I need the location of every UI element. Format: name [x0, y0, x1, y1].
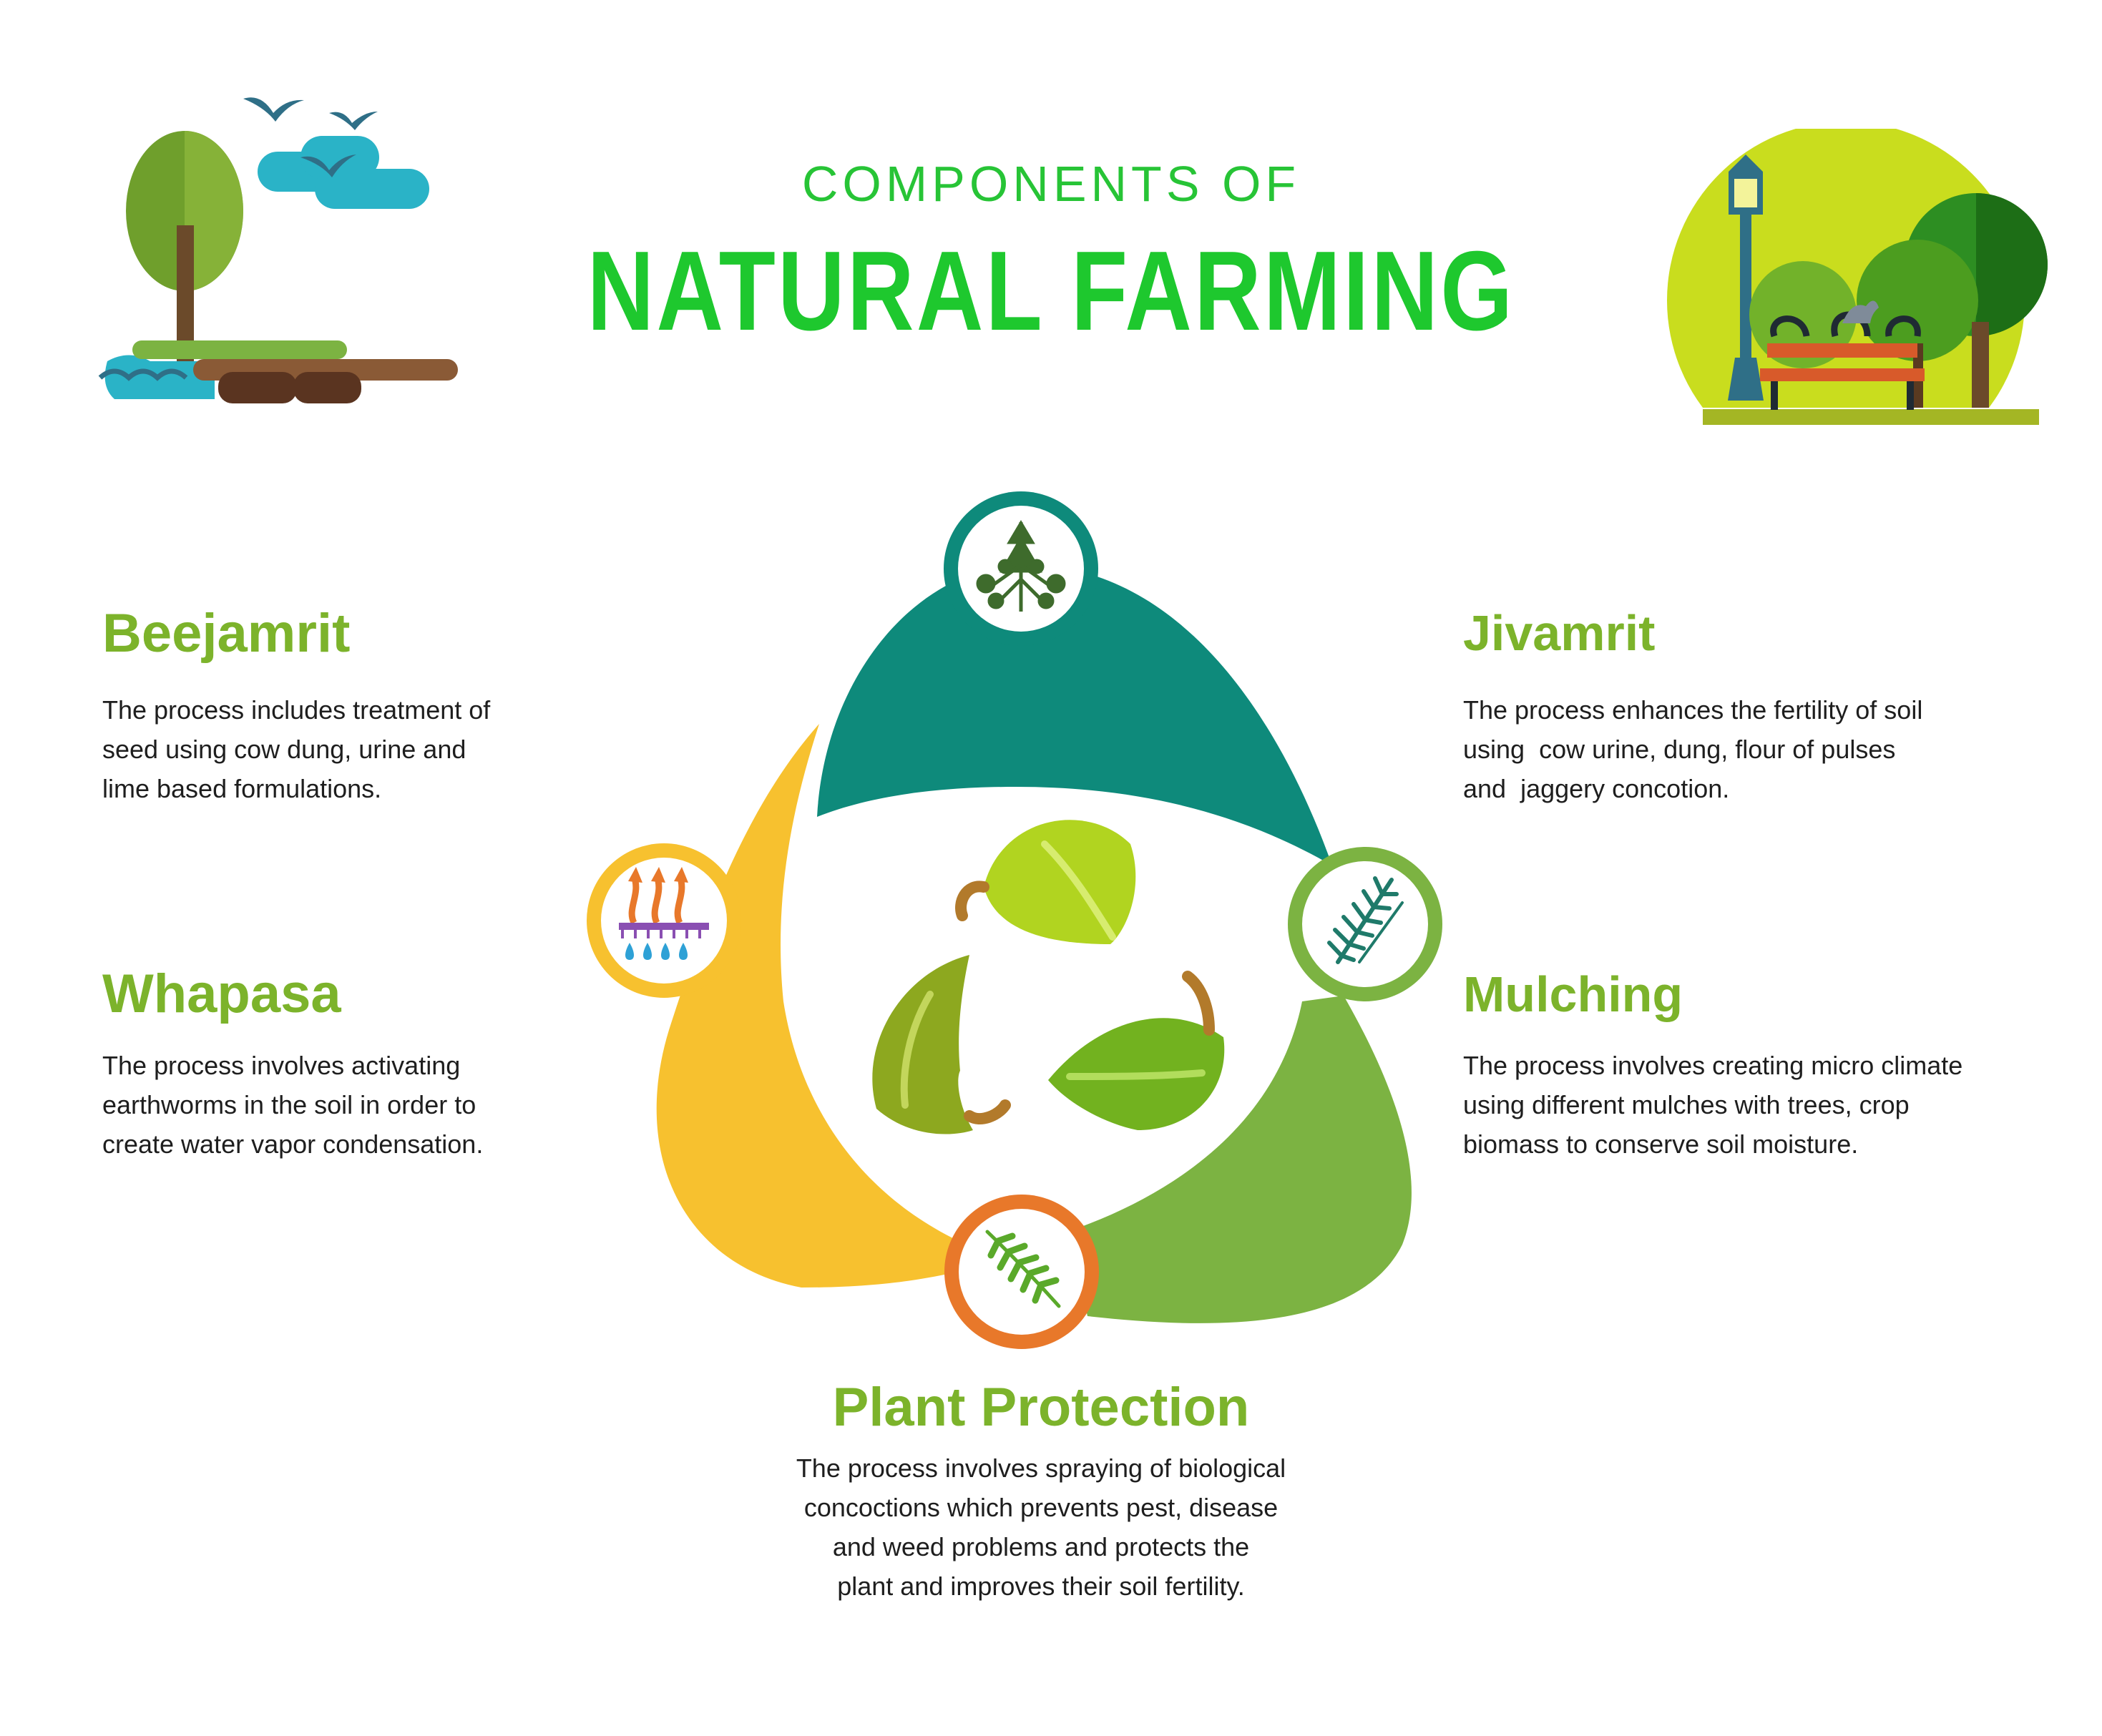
- whapasa-description: The process involves activating earthwor…: [102, 1046, 567, 1164]
- whapasa-heading: Whapasa: [102, 963, 341, 1024]
- beejamrit-description: The process includes treatment of seed u…: [102, 690, 567, 808]
- mulching-description-line: using different mulches with trees, crop: [1463, 1090, 1910, 1119]
- pigeon-icon: [1842, 300, 1879, 323]
- whapasa-description-line: The process involves activating: [102, 1051, 461, 1080]
- petal-mulching: [1023, 996, 1412, 1323]
- petal-whapasa: [656, 724, 1003, 1288]
- mulching-icon-circle: [1288, 847, 1442, 1001]
- street-lamp-icon: [1728, 155, 1764, 401]
- jivamrit-description-line: The process enhances the fertility of so…: [1463, 695, 1923, 725]
- plant-protection-description-line: The process involves spraying of biologi…: [796, 1453, 1286, 1483]
- vapor-condensation-icon: [619, 867, 709, 960]
- jivamrit-description: The process enhances the fertility of so…: [1463, 690, 2035, 808]
- tree-island-illustration: [98, 97, 458, 403]
- bench-icon: [1760, 311, 1925, 410]
- plant-protection-description-line: concoctions which prevents pest, disease: [803, 1493, 1279, 1522]
- beejamrit-description-line: The process includes treatment of: [102, 695, 491, 725]
- herb-icon: [1327, 876, 1404, 964]
- mulching-description: The process involves creating micro clim…: [1463, 1046, 2057, 1164]
- plant-protection-description-line: and weed problems and protects the: [832, 1532, 1250, 1561]
- bird-icon: [243, 97, 304, 122]
- plant-protection-description-line: plant and improves their soil fertility.: [837, 1571, 1245, 1601]
- whapasa-icon-circle: [587, 843, 741, 998]
- petal-beejamrit: [817, 565, 1332, 865]
- beejamrit-description-line: seed using cow dung, urine and: [102, 735, 466, 764]
- whapasa-description-line: create water vapor condensation.: [102, 1129, 484, 1159]
- plant-sprig-icon: [976, 520, 1066, 612]
- beejamrit-icon-circle: [944, 491, 1098, 646]
- plant-protection-icon-circle: [944, 1195, 1099, 1349]
- bird-icon: [329, 112, 378, 130]
- page-kicker: COMPONENTS OF: [801, 156, 1301, 212]
- fern-icon: [985, 1230, 1061, 1308]
- beejamrit-description-line: lime based formulations.: [102, 774, 382, 803]
- mulching-heading: Mulching: [1463, 966, 1683, 1022]
- mulching-description-line: The process involves creating micro clim…: [1463, 1051, 1963, 1080]
- plant-protection-description: The process involves spraying of biologi…: [715, 1448, 1367, 1606]
- bird-icon: [300, 155, 356, 177]
- jivamrit-heading: Jivamrit: [1463, 605, 1656, 661]
- park-bench-illustration: [1660, 129, 2061, 429]
- mulching-description-line: biomass to conserve soil moisture.: [1463, 1129, 1859, 1159]
- beejamrit-heading: Beejamrit: [102, 603, 351, 664]
- jivamrit-description-line: using cow urine, dung, flour of pulses: [1463, 735, 1896, 764]
- whapasa-description-line: earthworms in the soil in order to: [102, 1090, 476, 1119]
- cloud-icon: [258, 136, 429, 209]
- page-title: NATURAL FARMING: [587, 228, 1515, 354]
- recycle-leaves-icon: [872, 820, 1225, 1134]
- jivamrit-description-line: and jaggery concotion.: [1463, 774, 1730, 803]
- plant-protection-heading: Plant Protection: [832, 1377, 1250, 1438]
